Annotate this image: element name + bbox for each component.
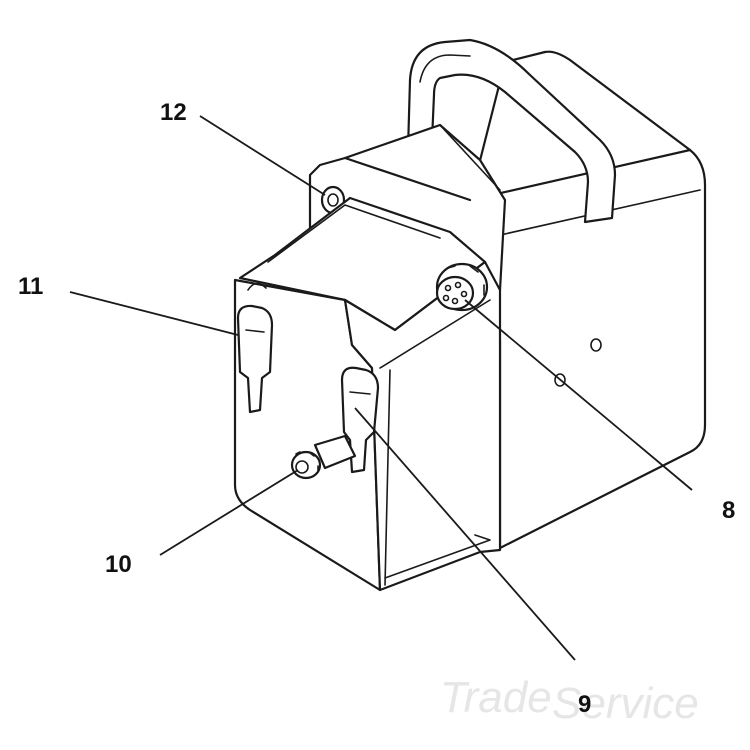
- leader-8: [464, 299, 693, 491]
- leader-10: [159, 469, 299, 556]
- callout-11: 11: [18, 273, 43, 300]
- watermark-part-2: Service: [552, 679, 699, 728]
- callout-9: 9: [578, 691, 591, 718]
- motor-housing: [468, 50, 707, 550]
- callout-10: 10: [105, 551, 132, 578]
- electrical-connector: [435, 262, 489, 312]
- callout-12: 12: [160, 99, 187, 126]
- clamp-lever-left: [236, 304, 274, 414]
- carry-handle: [406, 38, 617, 224]
- pump-head: [233, 196, 502, 592]
- leader-9: [354, 407, 576, 661]
- leader-lines: [69, 115, 693, 661]
- callout-labels: 12 11 10 9 8: [18, 99, 735, 718]
- housing-hole-upper: [590, 338, 602, 352]
- leader-11: [69, 291, 239, 336]
- housing-hole-lower: [554, 373, 566, 387]
- callout-8: 8: [722, 497, 735, 524]
- watermark: Trade Service: [440, 673, 699, 728]
- adjustment-screw: [290, 434, 357, 480]
- watermark-part-1: Trade: [440, 673, 552, 722]
- leader-12: [199, 115, 326, 196]
